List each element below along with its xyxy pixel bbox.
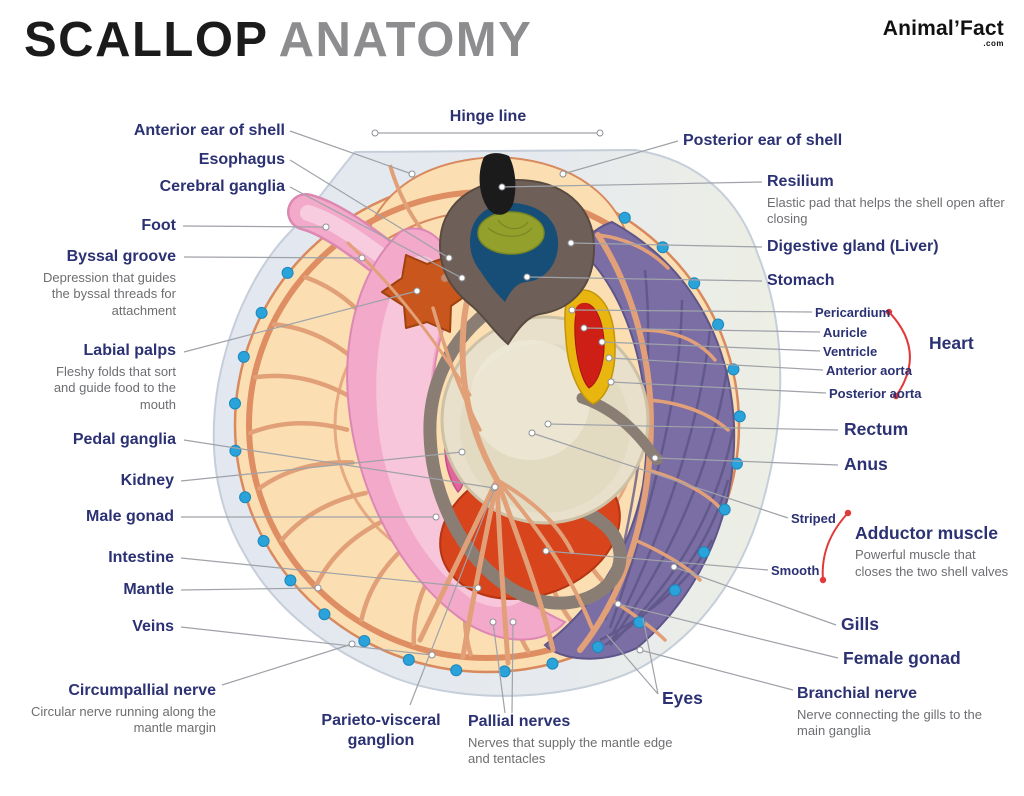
logo-tld: .com	[983, 39, 1004, 48]
label-pedal-ganglia: Pedal ganglia	[72, 431, 176, 448]
label-posterior-aorta: Posterior aorta	[829, 386, 922, 401]
label-ventricle: Ventricle	[823, 344, 878, 359]
label-pericardium: Pericardium	[815, 305, 891, 320]
label-gills: Gills	[841, 614, 879, 634]
heart-bracket	[885, 308, 911, 400]
ventricle-shape	[574, 302, 605, 389]
digestive-gland-shape	[438, 178, 596, 346]
label-mantle: Mantle	[123, 581, 174, 598]
label-striped: Striped	[791, 511, 836, 526]
label-heart: Heart	[929, 333, 974, 353]
label-auricle: Auricle	[823, 325, 868, 340]
label-cerebral-ganglia: Cerebral ganglia	[159, 178, 285, 195]
leader-endpoints	[314, 129, 678, 659]
eye-dots	[229, 211, 746, 678]
animalfact-logo: Animal’Fact .com	[882, 17, 1004, 48]
label-anterior-aorta: Anterior aorta	[826, 363, 912, 378]
label-esophagus: Esophagus	[198, 151, 285, 168]
resilium-shape	[479, 153, 516, 215]
label-male-gonad: Male gonad	[85, 508, 174, 525]
label-resilium: Resilium Elastic pad that helps the shel…	[767, 173, 1005, 227]
label-labial-palps: Labial palps Fleshy folds that sort and …	[53, 342, 176, 413]
label-female-gonad: Female gonad	[843, 648, 961, 668]
heart-shape	[564, 289, 616, 405]
label-byssal-groove: Byssal groove Depression that guides the…	[43, 248, 176, 319]
label-kidney: Kidney	[120, 472, 174, 489]
label-rectum: Rectum	[844, 419, 909, 439]
label-veins: Veins	[132, 618, 174, 635]
label-adductor-muscle: Adductor muscle Powerful muscle that clo…	[855, 523, 1009, 580]
label-posterior-ear-of-shell: Posterior ear of shell	[683, 132, 843, 149]
label-eyes: Eyes	[662, 688, 703, 708]
title-word-scallop: SCALLOP	[24, 13, 269, 67]
auricle-shape	[575, 303, 593, 321]
label-stomach: Stomach	[767, 272, 835, 289]
adductor-bracket	[819, 509, 852, 584]
label-anterior-ear-of-shell: Anterior ear of shell	[133, 122, 285, 139]
label-smooth: Smooth	[771, 563, 820, 578]
label-intestine: Intestine	[108, 549, 174, 566]
label-hinge-line: Hinge line	[449, 108, 527, 125]
leader-lines	[180, 130, 839, 714]
label-foot: Foot	[141, 217, 176, 234]
label-branchial-nerve: Branchial nerve Nerve connecting the gil…	[797, 685, 982, 739]
label-circumpallial-nerve: Circumpallial nerve Circular nerve runni…	[31, 682, 216, 736]
title-word-anatomy: ANATOMY	[278, 13, 533, 67]
label-pallial-nerves: Pallial nerves Nerves that supply the ma…	[468, 713, 673, 767]
label-parieto-visceral-ganglion: Parieto-visceral ganglion	[321, 712, 441, 749]
label-anus: Anus	[844, 454, 888, 474]
crystalline-style-shape	[477, 211, 545, 255]
label-digestive-gland: Digestive gland (Liver)	[767, 238, 939, 255]
